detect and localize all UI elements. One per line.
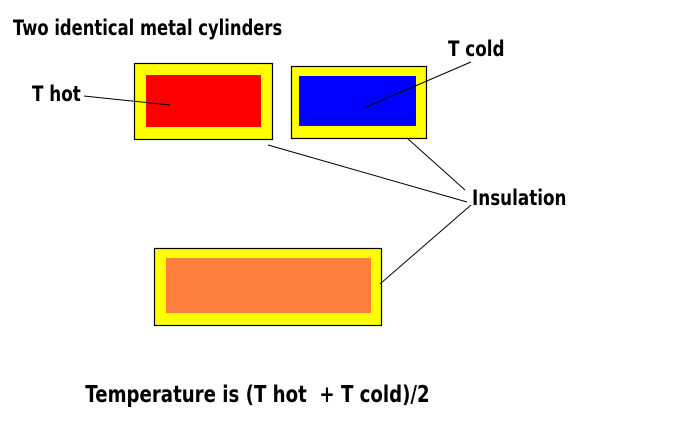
insulation-label: Insulation (472, 186, 566, 210)
hot-label: T hot (32, 82, 81, 106)
hot-cylinder (133, 62, 274, 141)
combined-metal-core (166, 258, 371, 313)
insulation-leader-line-cold (406, 137, 466, 191)
cold-cylinder (290, 65, 428, 140)
cold-leader-line (363, 61, 472, 109)
cold-label: T cold (448, 37, 505, 61)
temperature-caption: Temperature is (T hot + T cold)/2 (85, 381, 429, 408)
diagram-title: Two identical metal cylinders (13, 17, 282, 40)
cold-metal-core (299, 76, 416, 126)
combined-cylinder (153, 247, 383, 327)
hot-leader-line (83, 95, 171, 106)
insulation-leader-line-combined (379, 204, 472, 285)
insulation-leader-line-hot (267, 144, 468, 203)
hot-metal-core (146, 75, 261, 127)
